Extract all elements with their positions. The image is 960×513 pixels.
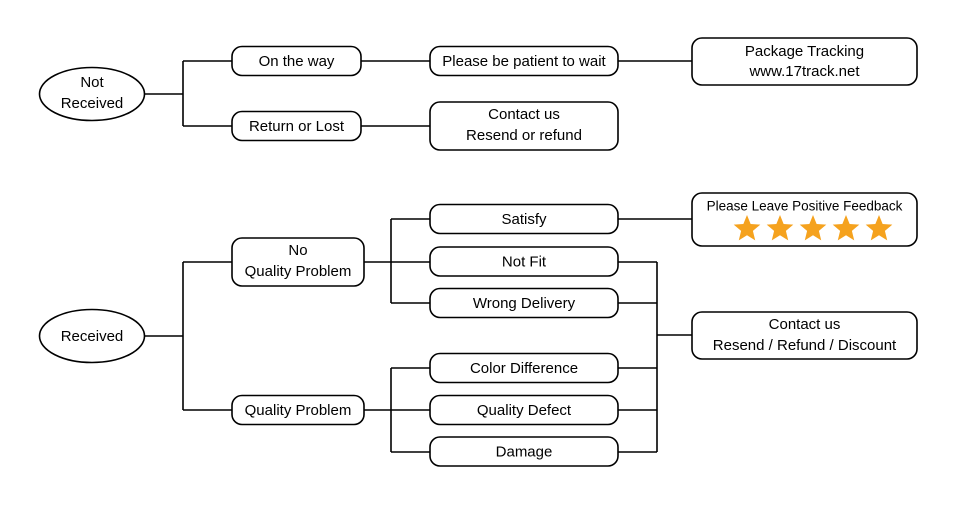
damage-label: Damage xyxy=(496,443,553,460)
node-package-tracking[interactable]: Package Tracking www.17track.net xyxy=(691,37,918,86)
contact-resolution-box xyxy=(691,311,918,360)
package-tracking-line1: Package Tracking xyxy=(745,43,864,60)
node-quality-problem[interactable]: Quality Problem xyxy=(231,394,365,426)
node-not-received[interactable]: Not Received xyxy=(38,66,146,122)
node-not-fit[interactable]: Not Fit xyxy=(429,246,619,277)
be-patient-label: Please be patient to wait xyxy=(442,53,606,70)
quality-defect-label: Quality Defect xyxy=(477,402,572,419)
no-quality-problem-line2: Quality Problem xyxy=(245,263,352,280)
on-the-way-label: On the way xyxy=(259,53,335,70)
node-satisfy[interactable]: Satisfy xyxy=(429,203,619,235)
positive-feedback-label: Please Leave Positive Feedback xyxy=(707,199,903,214)
not-fit-box xyxy=(429,246,619,277)
quality-problem-label: Quality Problem xyxy=(245,402,352,419)
not-received-label-line2: Received xyxy=(61,95,124,112)
color-difference-box xyxy=(429,352,619,384)
contact-resend-refund-box xyxy=(429,101,619,151)
star-icon[interactable] xyxy=(865,215,893,241)
on-the-way-box xyxy=(231,45,362,77)
not-fit-label: Not Fit xyxy=(502,253,547,270)
not-received-label-line1: Not xyxy=(80,74,104,91)
star-rating[interactable] xyxy=(733,215,893,241)
package-tracking-box xyxy=(691,37,918,86)
node-contact-resend-refund[interactable]: Contact us Resend or refund xyxy=(429,101,619,151)
node-contact-resend-refund-discount[interactable]: Contact us Resend / Refund / Discount xyxy=(691,311,918,360)
node-color-difference[interactable]: Color Difference xyxy=(429,352,619,384)
received-ellipse xyxy=(38,308,146,364)
satisfy-label: Satisfy xyxy=(501,211,547,228)
star-icon[interactable] xyxy=(733,215,761,241)
quality-problem-box xyxy=(231,394,365,426)
node-positive-feedback[interactable]: Please Leave Positive Feedback xyxy=(691,192,918,247)
contact-resolution-line1: Contact us xyxy=(769,316,841,333)
color-difference-label: Color Difference xyxy=(470,360,578,377)
node-return-or-lost[interactable]: Return or Lost xyxy=(231,110,362,142)
node-quality-defect[interactable]: Quality Defect xyxy=(429,394,619,426)
no-quality-problem-line1: No xyxy=(288,242,307,259)
star-icon[interactable] xyxy=(832,215,860,241)
node-received[interactable]: Received xyxy=(38,308,146,364)
star-icon[interactable] xyxy=(799,215,827,241)
quality-defect-box xyxy=(429,394,619,426)
wrong-delivery-box xyxy=(429,287,619,319)
contact-resend-refund-line2: Resend or refund xyxy=(466,127,582,144)
node-be-patient[interactable]: Please be patient to wait xyxy=(429,45,619,77)
contact-resolution-line2: Resend / Refund / Discount xyxy=(713,337,897,354)
satisfy-box xyxy=(429,203,619,235)
node-on-the-way[interactable]: On the way xyxy=(231,45,362,77)
return-or-lost-box xyxy=(231,110,362,142)
received-label: Received xyxy=(61,328,124,345)
no-quality-problem-box xyxy=(231,237,365,287)
node-damage[interactable]: Damage xyxy=(429,436,619,467)
contact-resend-refund-line1: Contact us xyxy=(488,106,560,123)
package-tracking-line2: www.17track.net xyxy=(748,63,860,80)
be-patient-box xyxy=(429,45,619,77)
damage-box xyxy=(429,436,619,467)
star-icon[interactable] xyxy=(766,215,794,241)
return-or-lost-label: Return or Lost xyxy=(249,118,345,135)
node-wrong-delivery[interactable]: Wrong Delivery xyxy=(429,287,619,319)
wrong-delivery-label: Wrong Delivery xyxy=(473,295,576,312)
node-no-quality-problem[interactable]: No Quality Problem xyxy=(231,237,365,287)
not-received-ellipse xyxy=(38,66,146,122)
